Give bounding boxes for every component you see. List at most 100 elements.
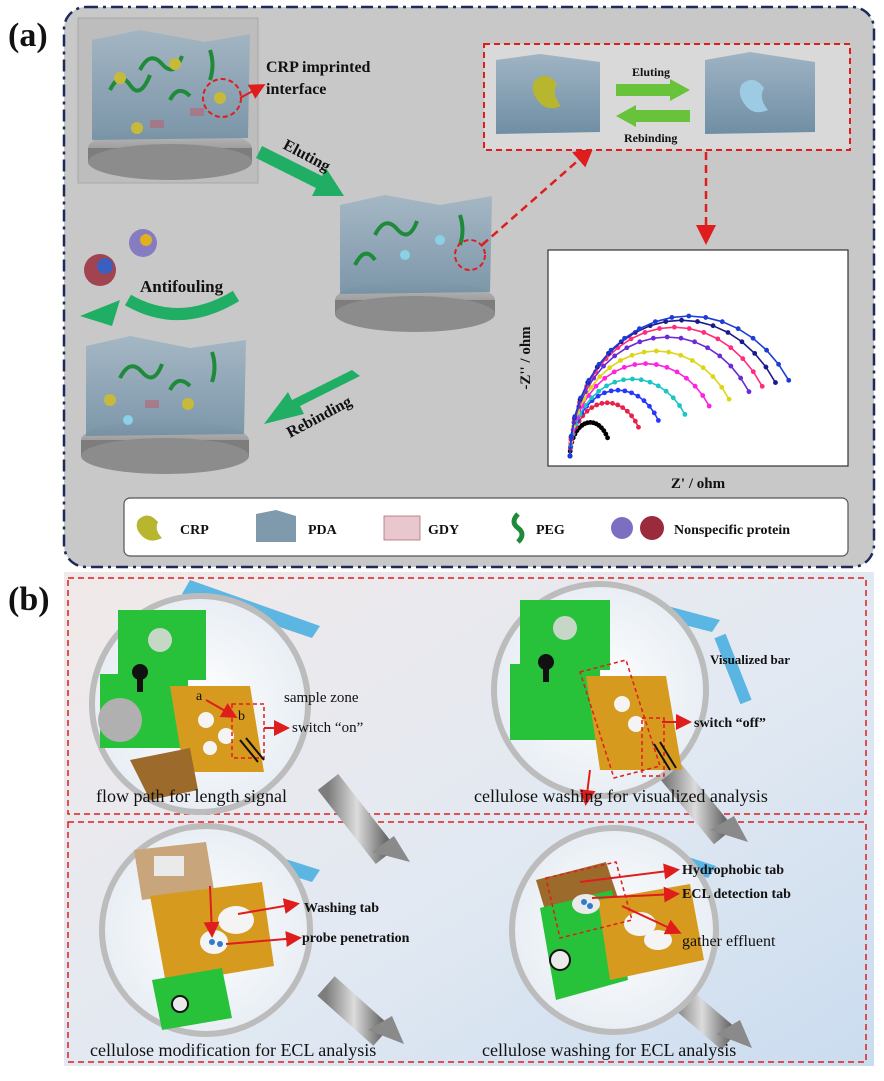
eis-curve-2-point <box>604 400 610 406</box>
eis-curve-5-point <box>653 362 659 367</box>
nonspecific-protein-cluster <box>84 229 157 286</box>
eis-curve-10-point <box>703 315 709 320</box>
eis-curve-5-point <box>674 369 680 375</box>
eis-curve-5-point <box>664 364 670 370</box>
eis-ylabel: -Z'' / ohm <box>518 326 534 390</box>
eis-curve-2-point <box>620 405 626 411</box>
eis-curve-2-point <box>584 408 590 414</box>
eis-curve-4-point <box>663 388 669 394</box>
eis-curve-2-point <box>624 408 630 414</box>
eis-xlabel: Z' / ohm <box>671 476 726 492</box>
eis-curve-8-point <box>657 326 662 331</box>
eis-curve-8-point <box>701 330 707 335</box>
eis-curve-4-point <box>655 383 661 389</box>
eis-curve-2-point <box>610 400 615 406</box>
panel-b-top-frame <box>67 577 867 815</box>
eis-curve-5-point <box>700 393 706 398</box>
eis-curve-5-point <box>611 369 617 375</box>
eis-curve-3-point <box>655 418 661 423</box>
eis-curve-5-point <box>593 383 599 389</box>
eis-curve-3-point <box>651 410 657 416</box>
crp-icon <box>136 515 162 541</box>
eis-curve-4-point <box>677 403 682 408</box>
q4-hydrophobic-tab: Hydrophobic tab <box>682 863 784 878</box>
eis-curve-8-point <box>715 336 721 342</box>
eis-curve-6-point <box>719 384 725 390</box>
eis-curve-7-point <box>717 353 723 359</box>
eis-curve-4-point <box>682 411 688 417</box>
eis-curve-10-point <box>652 319 658 325</box>
eis-curve-8-point <box>672 324 677 330</box>
eis-curve-6-point <box>597 374 603 380</box>
eis-curve-3-point <box>629 390 634 396</box>
eis-curve-4-point <box>596 388 602 394</box>
eis-curves <box>567 313 792 459</box>
eis-curve-8-point <box>728 345 734 351</box>
eis-curve-6-point <box>710 374 716 380</box>
eis-curve-2-point <box>599 400 605 406</box>
inset-eluting-label: Eluting <box>632 65 670 79</box>
eis-curve-6-point <box>700 365 706 371</box>
eis-curve-9-point <box>695 319 700 324</box>
legend-nonspecific: Nonspecific protein <box>674 523 790 538</box>
eis-curve-5-point <box>706 403 712 409</box>
rebound-electrode-cylinder <box>81 336 249 474</box>
eis-curve-1-point <box>603 431 609 437</box>
eis-curve-9-point <box>725 330 731 335</box>
magnifier-ecl-washing <box>509 825 752 1050</box>
eis-curve-5-point <box>621 364 627 370</box>
eis-plot: -Z'' / ohm Z' / ohm <box>518 249 849 492</box>
nonspecific-protein-icon-2 <box>640 516 664 540</box>
eis-curve-3-point <box>615 387 621 393</box>
eis-curve-6-point <box>654 348 659 354</box>
eis-curve-7-point <box>705 345 710 351</box>
eis-curve-8-point <box>628 336 634 342</box>
eis-curve-4-point <box>670 395 676 401</box>
eis-curve-3-point <box>622 388 628 394</box>
eis-curve-7-point <box>728 363 734 369</box>
eis-curve-5-point <box>643 361 648 366</box>
eis-curve-4-point <box>630 376 635 382</box>
eis-curve-8-point <box>642 330 648 335</box>
pda-icon <box>256 510 296 542</box>
eis-curve-8-point <box>750 369 756 375</box>
panel-a-legend: CRP PDA GDY PEG Nonspecific protein <box>123 497 849 557</box>
eis-curve-8-point <box>686 326 692 331</box>
legend-pda: PDA <box>308 523 338 538</box>
eis-curve-3-point <box>641 398 647 404</box>
crp-callout-line2: interface <box>266 81 326 98</box>
eis-curve-6-point <box>666 349 672 355</box>
eis-curve-10-point <box>786 377 792 383</box>
inset-eluting-rebinding: Eluting Rebinding <box>483 43 851 151</box>
eis-curve-5-point <box>692 383 698 389</box>
eis-curve-7-point <box>624 345 630 351</box>
eis-curve-3-point <box>635 393 641 399</box>
panel-b-bottom-frame <box>67 821 867 1063</box>
eis-curve-10-point <box>568 433 574 439</box>
eis-curve-4-point <box>647 379 653 385</box>
inset-rebinding-label: Rebinding <box>624 131 677 145</box>
antifouling-label: Antifouling <box>140 277 224 296</box>
eis-curve-3-point <box>602 390 607 396</box>
magnifier-ecl-modification <box>99 823 404 1046</box>
legend-crp: CRP <box>180 523 209 538</box>
eis-curve-9-point <box>763 364 769 370</box>
eis-curve-1-point <box>605 435 610 441</box>
antifouling-arrowhead <box>80 300 120 326</box>
eis-curve-9-point <box>773 380 778 385</box>
eis-curve-2-point <box>594 402 600 408</box>
eis-curve-7-point <box>692 339 697 345</box>
eis-curve-10-point <box>750 335 756 341</box>
legend-peg: PEG <box>536 523 565 538</box>
antifouling-arc <box>125 290 240 321</box>
eis-curve-2-point <box>615 402 621 408</box>
imprinted-electrode-cylinder <box>77 17 259 184</box>
eis-curve-10-point <box>776 361 781 367</box>
eis-curve-9-point <box>663 319 669 324</box>
eis-curve-6-point <box>607 365 613 371</box>
eis-curve-7-point <box>678 335 684 341</box>
eis-curve-6-point <box>678 352 684 358</box>
q3-caption: cellulose modification for ECL analysis <box>90 1040 376 1060</box>
eis-curve-2-point <box>632 418 638 424</box>
